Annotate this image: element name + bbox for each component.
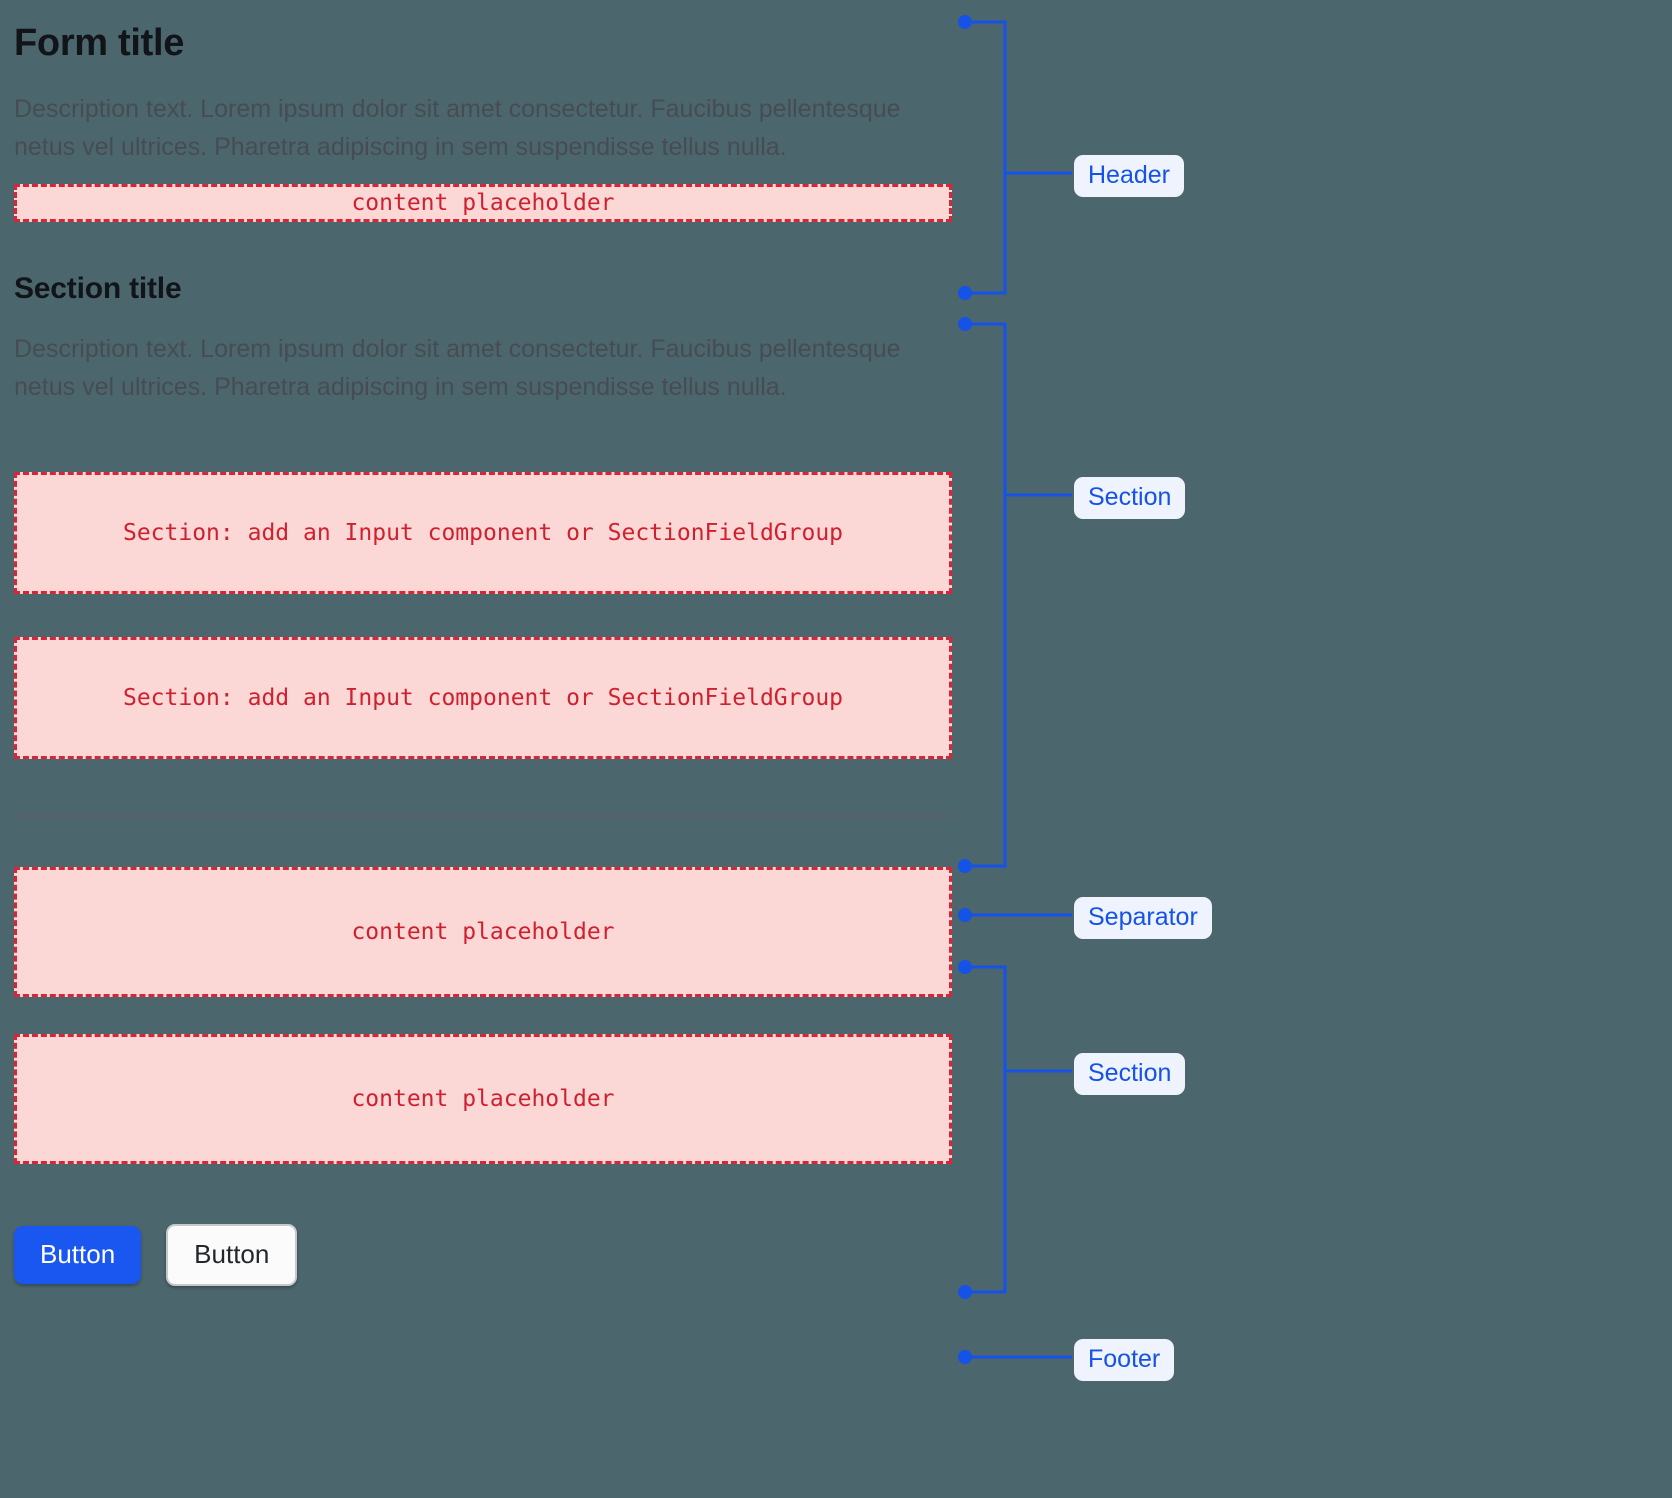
form-header: Form title Description text. Lorem ipsum… xyxy=(14,22,952,222)
section-two-bracket xyxy=(965,965,1007,1294)
annotation-badge-section-one[interactable]: Section xyxy=(1074,477,1186,519)
form-column: Form title Description text. Lorem ipsum… xyxy=(14,0,952,1287)
secondary-button[interactable]: Button xyxy=(166,1224,298,1287)
separator xyxy=(14,815,952,818)
primary-button[interactable]: Button xyxy=(14,1226,142,1285)
annotation-badge-footer[interactable]: Footer xyxy=(1074,1339,1175,1381)
annotation-badge-section-two[interactable]: Section xyxy=(1074,1053,1186,1095)
anchor-dot xyxy=(958,15,972,29)
section-two-content-placeholder-2[interactable]: content placeholder xyxy=(14,1034,952,1165)
section-field-placeholder-2[interactable]: Section: add an Input component or Secti… xyxy=(14,637,952,760)
anchor-dot xyxy=(958,960,972,974)
anchor-dot xyxy=(958,908,972,922)
header-content-placeholder[interactable]: content placeholder xyxy=(14,183,952,222)
anchor-dot xyxy=(958,317,972,331)
anchor-dot xyxy=(958,1350,972,1364)
form-description: Description text. Lorem ipsum dolor sit … xyxy=(14,94,901,161)
header-bracket xyxy=(965,20,1007,295)
annotation-badge-header[interactable]: Header xyxy=(1074,155,1184,197)
form-section-two: content placeholder content placeholder xyxy=(14,867,952,1165)
page-title: Form title xyxy=(14,22,185,64)
anchor-dot xyxy=(958,1285,972,1299)
form-footer: Button Button xyxy=(14,1224,952,1287)
anchor-dot xyxy=(958,859,972,873)
section-two-content-placeholder-1[interactable]: content placeholder xyxy=(14,867,952,998)
section-description: Description text. Lorem ipsum dolor sit … xyxy=(14,335,901,402)
section-field-placeholder-1[interactable]: Section: add an Input component or Secti… xyxy=(14,472,952,595)
annotation-badge-separator[interactable]: Separator xyxy=(1074,897,1212,939)
annotation-anchor-dots xyxy=(958,15,972,1364)
section-one-bracket xyxy=(965,322,1007,868)
section-title: Section title xyxy=(14,271,182,305)
form-section-one: Section title Description text. Lorem ip… xyxy=(14,272,952,760)
anchor-dot xyxy=(958,286,972,300)
